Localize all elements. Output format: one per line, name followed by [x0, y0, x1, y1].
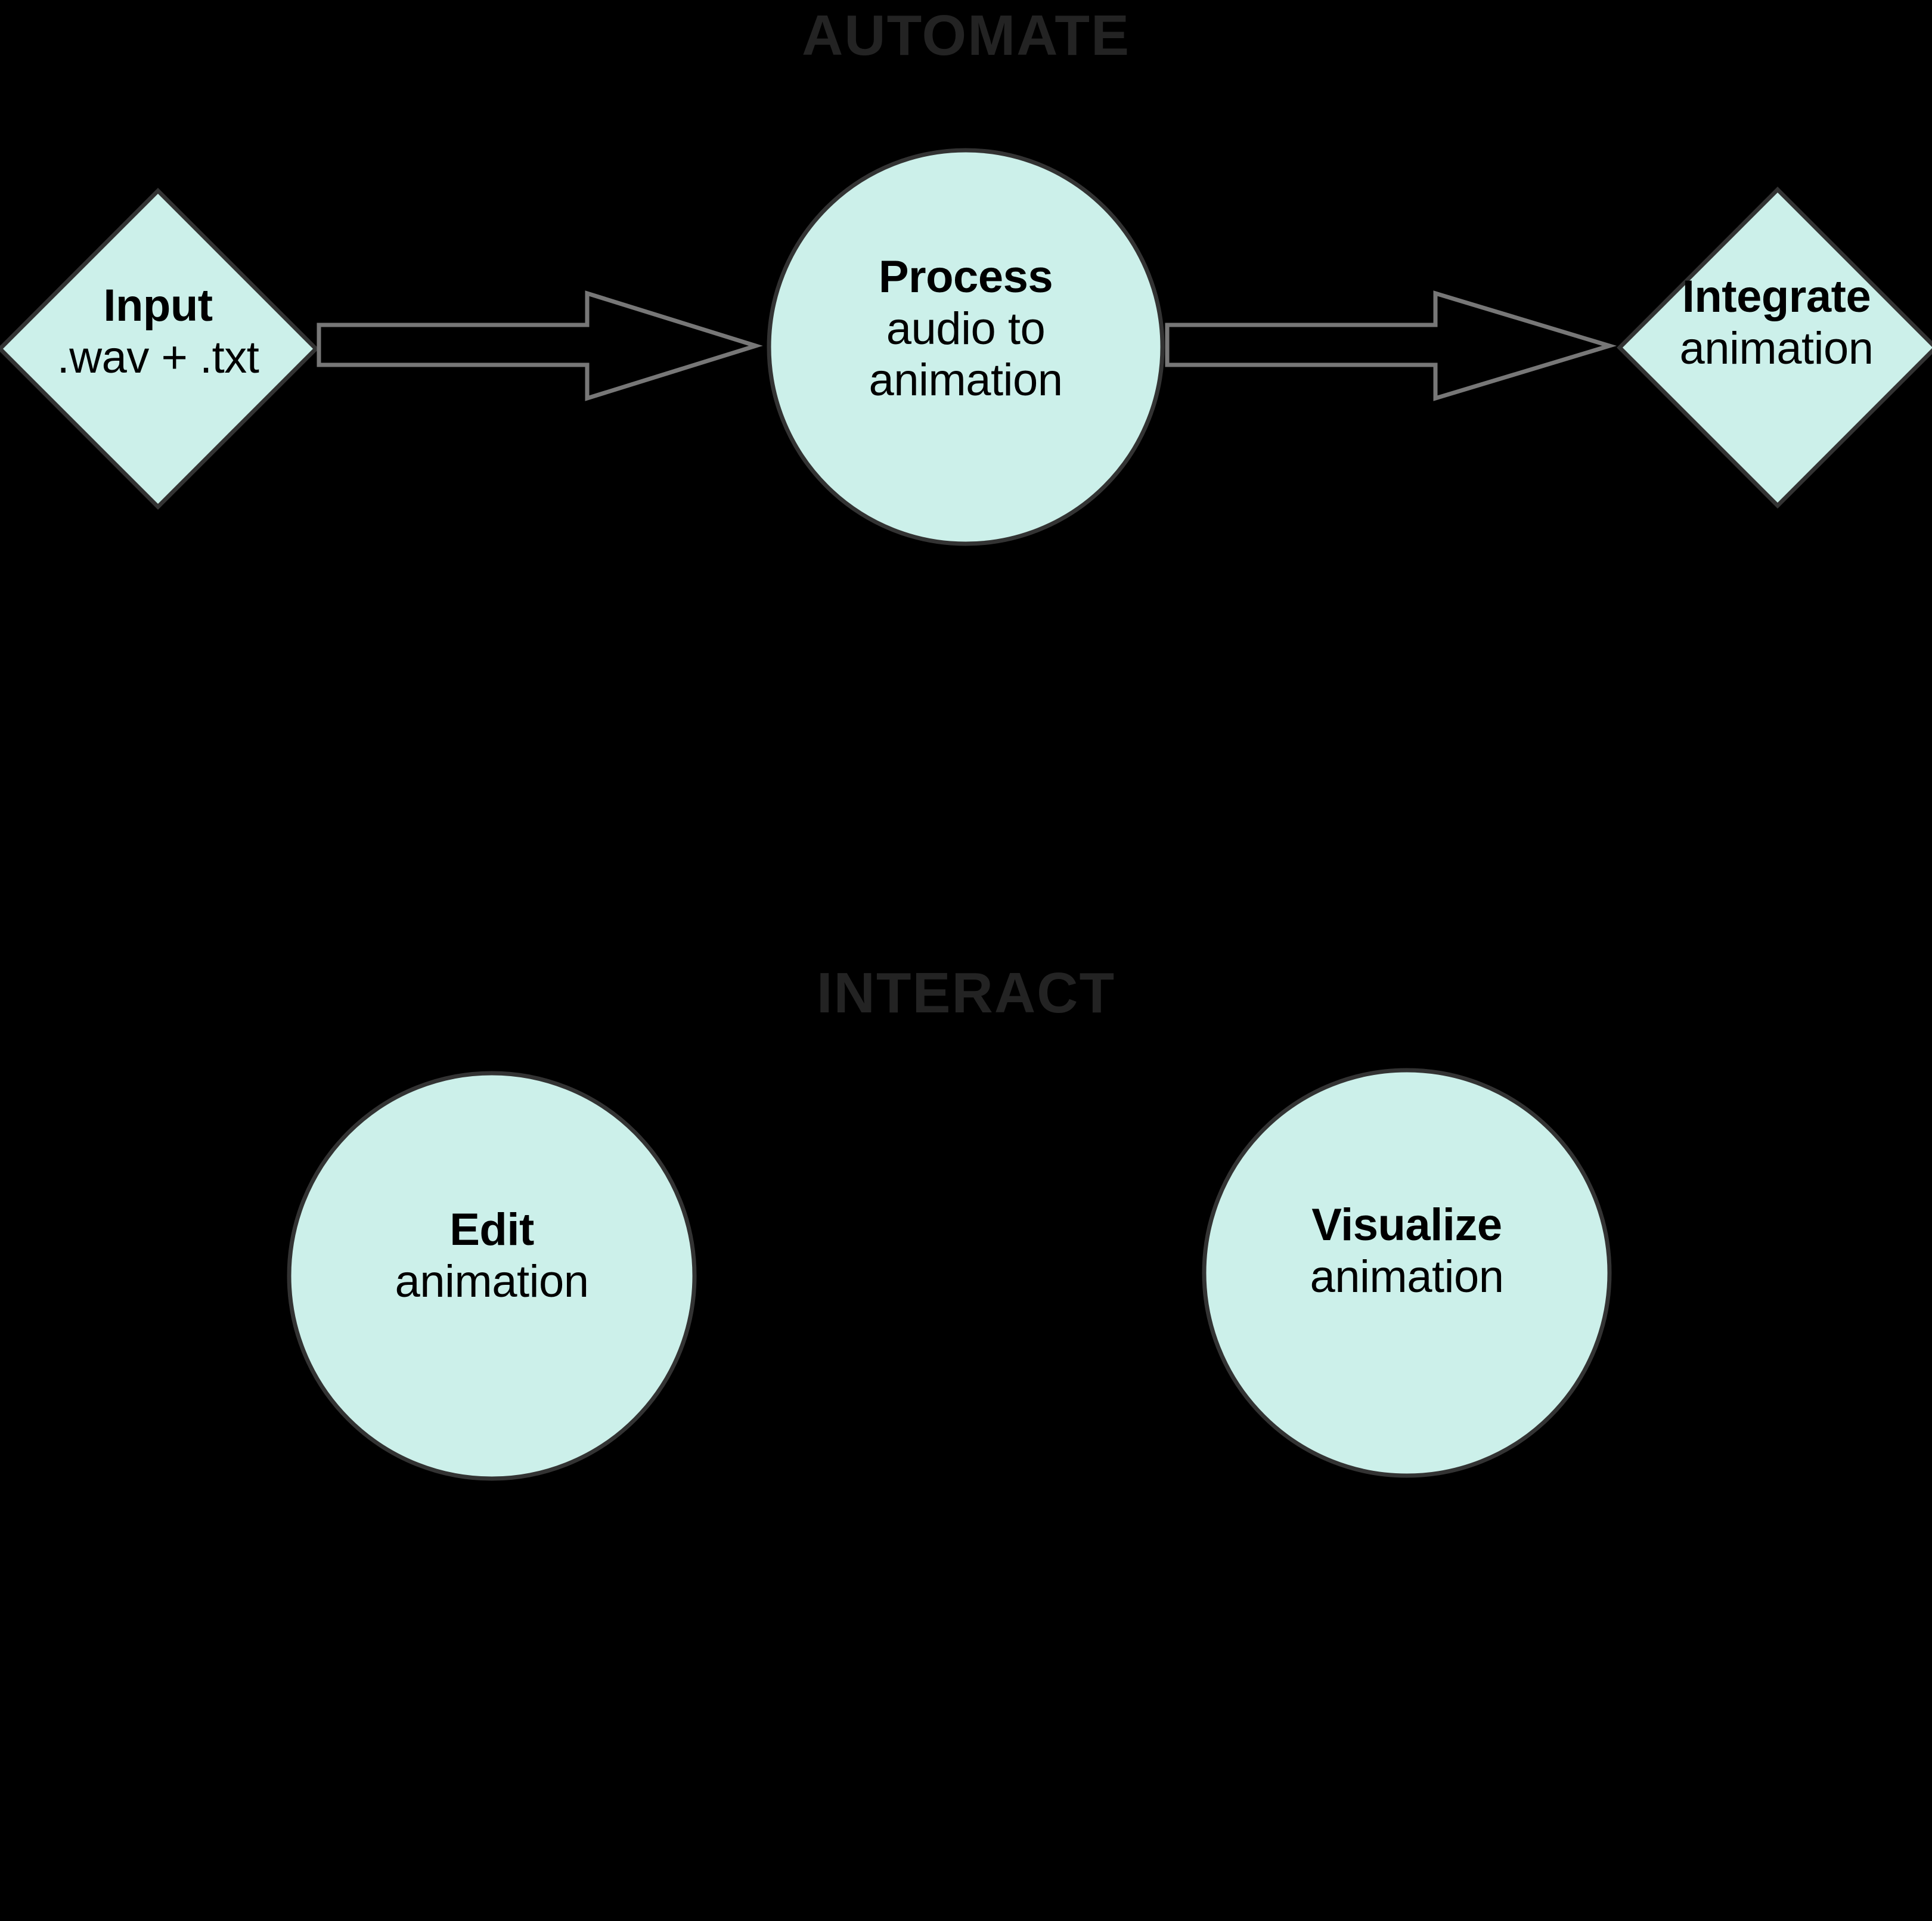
edge-arrow-input-to-process[interactable]	[317, 290, 763, 401]
edge-arrow-process-to-integrate[interactable]	[1165, 290, 1617, 401]
node-label-process: Process audio to animation	[769, 252, 1162, 407]
node-subtitle-process-line1: audio to	[886, 303, 1046, 354]
node-title-visualize: Visualize	[1311, 1200, 1502, 1250]
node-shape-input[interactable]	[0, 188, 319, 510]
node-shape-edit[interactable]	[287, 1071, 697, 1481]
node-title-process: Process	[878, 252, 1053, 302]
node-shape-visualize[interactable]	[1202, 1068, 1612, 1478]
node-shape-process[interactable]	[767, 148, 1165, 546]
node-subtitle-process-line2: animation	[869, 355, 1063, 406]
node-subtitle-input: .wav + .txt	[57, 331, 259, 383]
node-subtitle-edit: animation	[395, 1256, 589, 1307]
node-title-integrate: Integrate	[1682, 271, 1871, 322]
node-label-input: Input .wav + .txt	[9, 280, 307, 383]
section-heading-interact: INTERACT	[816, 961, 1116, 1025]
node-subtitle-visualize: animation	[1310, 1251, 1504, 1302]
node-label-edit: Edit animation	[295, 1204, 689, 1307]
node-title-edit: Edit	[449, 1204, 534, 1255]
node-label-integrate: Integrate animation	[1618, 271, 1932, 374]
node-title-input: Input	[103, 280, 213, 331]
section-heading-automate: AUTOMATE	[801, 4, 1131, 67]
node-label-visualize: Visualize animation	[1210, 1200, 1604, 1303]
node-subtitle-integrate: animation	[1679, 323, 1874, 374]
node-shape-integrate[interactable]	[1617, 187, 1932, 509]
